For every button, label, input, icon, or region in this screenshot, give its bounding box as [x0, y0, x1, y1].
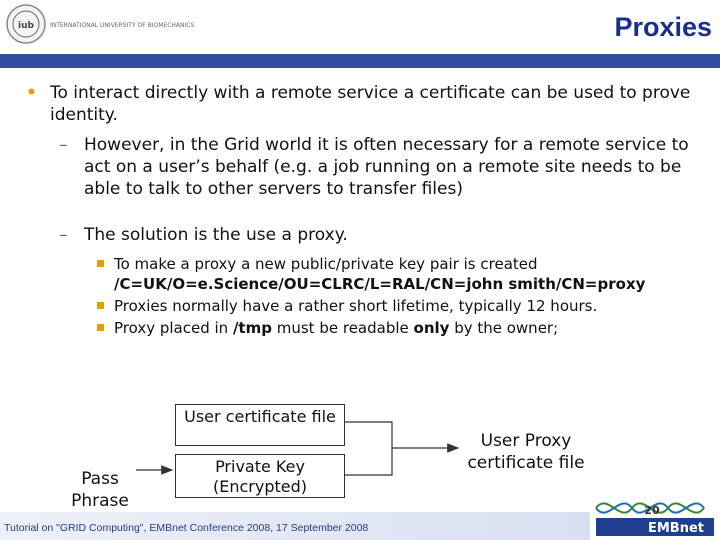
- pass-phrase-label: Pass Phrase: [71, 469, 129, 511]
- embnet-logo: 20 EMBnet: [595, 502, 714, 536]
- bullet-square-icon: [97, 302, 104, 309]
- slide-content: • To interact directly with a remote ser…: [22, 82, 702, 338]
- private-key-box: Private Key (Encrypted): [175, 454, 345, 498]
- bullet-text: Proxies normally have a rather short lif…: [114, 297, 598, 315]
- bullet-text: To make a proxy a new public/private key…: [114, 255, 538, 273]
- private-key-label: Private Key (Encrypted): [212, 457, 307, 496]
- page-title: Proxies: [614, 12, 712, 42]
- bullet-level2: – The solution is the use a proxy.: [22, 224, 702, 246]
- bullet-text: The solution is the use a proxy.: [84, 225, 348, 245]
- tmp-path-text: /tmp: [232, 319, 272, 337]
- footer-text: Tutorial on "GRID Computing", EMBnet Con…: [4, 522, 369, 534]
- bullet-level3: Proxy placed in /tmp must be readable on…: [22, 318, 702, 338]
- bullet-level3: Proxies normally have a rather short lif…: [22, 296, 702, 316]
- bullet-text: Proxy placed in: [114, 319, 233, 337]
- bullet-text: by the owner;: [449, 319, 559, 337]
- proxy-dn-text: /C=UK/O=e.Science/OU=CLRC/L=RAL/CN=john …: [114, 275, 646, 293]
- bullet-level2: – However, in the Grid world it is often…: [22, 134, 702, 200]
- bullet-level1: • To interact directly with a remote ser…: [22, 82, 702, 126]
- connector-line: [345, 421, 393, 476]
- bullet-dot-icon: •: [26, 83, 37, 103]
- bullet-square-icon: [97, 324, 104, 331]
- logo-year: 20: [644, 504, 660, 517]
- university-logo: iub INTERNATIONAL UNIVERSITY OF BIOMECHA…: [6, 4, 194, 44]
- bullet-level3: To make a proxy a new public/private key…: [22, 254, 702, 294]
- logo-brand: EMBnet: [648, 521, 704, 536]
- svg-text:iub: iub: [18, 21, 34, 31]
- bullet-dash-icon: –: [59, 225, 68, 245]
- footer-bar: [0, 512, 590, 540]
- title-bar: [0, 54, 720, 68]
- bullet-text: However, in the Grid world it is often n…: [84, 135, 689, 199]
- user-certificate-box: User certificate file: [175, 404, 345, 446]
- user-certificate-label: User certificate file: [184, 407, 336, 426]
- logo-text: INTERNATIONAL UNIVERSITY OF BIOMECHANICS: [50, 22, 194, 29]
- bullet-text: To interact directly with a remote servi…: [50, 83, 691, 125]
- bullet-dash-icon: –: [59, 135, 68, 155]
- proxy-certificate-label: User Proxy certificate file: [467, 431, 585, 473]
- bullet-square-icon: [97, 260, 104, 267]
- only-emphasis-text: only: [413, 319, 450, 337]
- bullet-text: must be readable: [271, 319, 414, 337]
